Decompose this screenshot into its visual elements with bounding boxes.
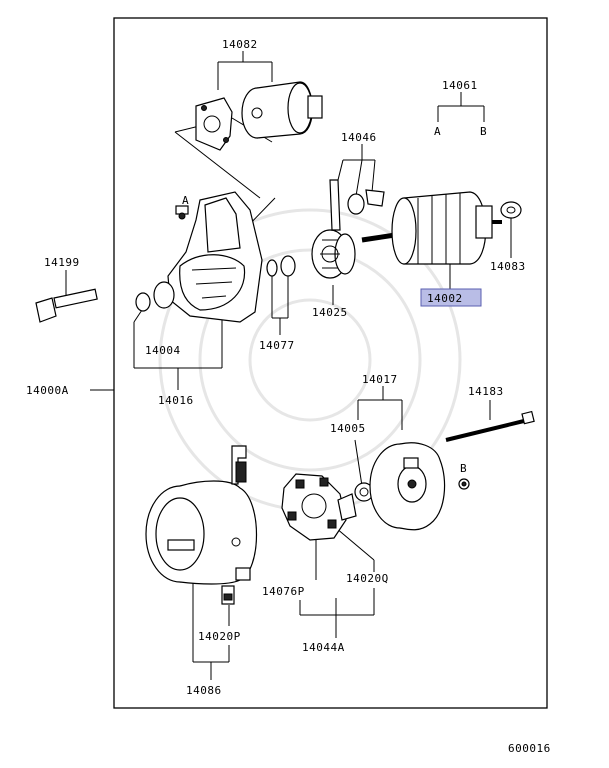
- washers-14077: [266, 255, 296, 277]
- drive-14025: [311, 229, 356, 279]
- label-14199[interactable]: 14199: [44, 256, 80, 269]
- label-14002[interactable]: 14002: [427, 292, 463, 305]
- label-14077[interactable]: 14077: [259, 339, 295, 352]
- label-14183[interactable]: 14183: [468, 385, 504, 398]
- label-14000a[interactable]: 14000A: [26, 384, 69, 397]
- label-14082[interactable]: 14082: [222, 38, 258, 51]
- label-14061[interactable]: 14061: [442, 79, 478, 92]
- label-b: B: [480, 125, 487, 138]
- label-14046[interactable]: 14046: [341, 131, 377, 144]
- label-14005[interactable]: 14005: [330, 422, 366, 435]
- brush-holder-14044a: [281, 473, 357, 541]
- through-bolt-14183: [445, 410, 535, 442]
- highlight-14002: [420, 288, 482, 307]
- label-14017[interactable]: 14017: [362, 373, 398, 386]
- solenoid-14082: [195, 81, 323, 151]
- yoke-14086: [145, 445, 257, 585]
- front-housing-14004: [135, 191, 263, 323]
- figure-code: 600016: [508, 742, 551, 755]
- part-labels: 14082 14061 A B 14046 A 14199 14083 1400…: [26, 38, 551, 755]
- bushing-14005: [354, 482, 374, 502]
- label-14020p[interactable]: 14020P: [198, 630, 241, 643]
- label-14020q[interactable]: 14020Q: [346, 572, 389, 585]
- label-a: A: [434, 125, 441, 138]
- bolt-14199: [35, 288, 98, 323]
- label-14044a[interactable]: 14044A: [302, 641, 345, 654]
- label-b-screw: B: [460, 462, 467, 475]
- end-frame-14017: [369, 442, 446, 531]
- label-a-screw: A: [182, 194, 189, 207]
- bearing-14083: [500, 201, 522, 219]
- label-14076p[interactable]: 14076P: [262, 585, 305, 598]
- screw-b: [458, 478, 470, 490]
- label-14086[interactable]: 14086: [186, 684, 222, 697]
- label-14083[interactable]: 14083: [490, 260, 526, 273]
- label-14004[interactable]: 14004: [145, 344, 181, 357]
- leader-lines: [65, 51, 512, 680]
- diagram-frame: [113, 17, 548, 709]
- brush-14020p: [221, 585, 235, 605]
- label-14025[interactable]: 14025: [312, 306, 348, 319]
- label-14016[interactable]: 14016: [158, 394, 194, 407]
- lever-14046: [329, 179, 385, 231]
- armature-14002: [361, 191, 502, 265]
